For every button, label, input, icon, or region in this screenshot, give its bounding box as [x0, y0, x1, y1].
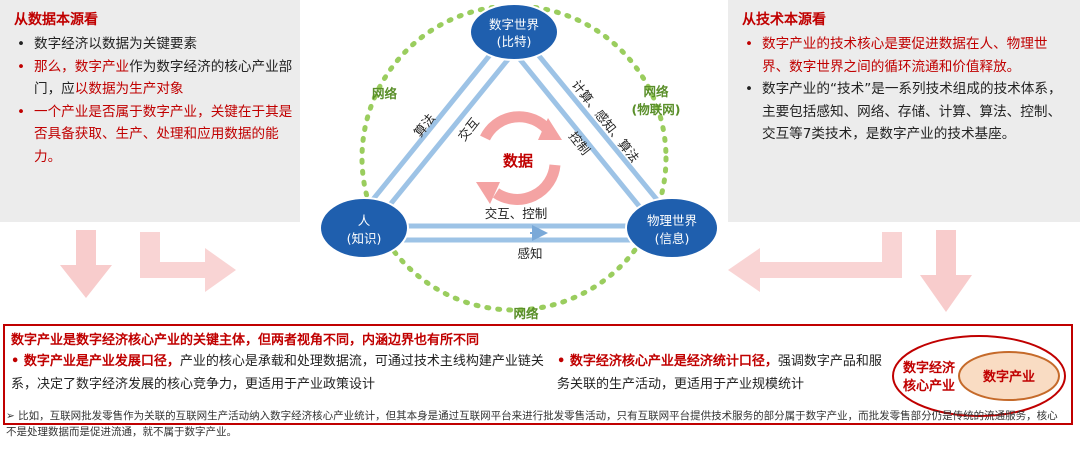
svg-text:数字世界: 数字世界	[489, 17, 540, 32]
summary-industry-scope: • 数字产业是产业发展口径，产业的核心是承载和处理数据流，可通过技术主线构建产业…	[11, 354, 544, 392]
edge-right-inner	[512, 50, 654, 224]
edge-left-outer	[356, 38, 504, 220]
tech-origin-panel: 从技术本源看 数字产业的技术核心是要促进数据在人、物理世界、数字世界之间的循环流…	[728, 0, 1080, 222]
right-left-arrow	[728, 232, 902, 292]
svg-text:(知识): (知识)	[347, 231, 382, 246]
svg-text:物理世界: 物理世界	[647, 213, 698, 228]
node-digital-world: 数字世界 (比特)	[469, 3, 559, 61]
svg-text:(比特): (比特)	[497, 34, 532, 49]
node-human: 人 (知识)	[319, 197, 409, 259]
network-label-left: 网络	[372, 86, 398, 101]
center-data-label: 数据	[503, 152, 533, 170]
network-label-right: 网络	[643, 84, 669, 99]
list-item: 那么，数字产业作为数字经济的核心产业部门，应以数据为生产对象	[14, 56, 294, 101]
venn-outer-label-2: 核心产业	[903, 378, 955, 394]
data-origin-title: 从数据本源看	[14, 12, 98, 28]
list-item: 数字经济以数据为关键要素	[14, 33, 294, 56]
data-origin-panel: 从数据本源看 数字经济以数据为关键要素 那么，数字产业作为数字经济的核心产业部门…	[0, 0, 300, 222]
summary-title: 数字产业是数字经济核心产业的关键主体，但两者视角不同，内涵边界也有所不同	[11, 333, 480, 348]
network-label-right-sub: (物联网)	[632, 102, 681, 117]
node-physical-world: 物理世界 (信息)	[625, 197, 719, 259]
edge-label-bottom-top: 交互、控制	[485, 206, 548, 221]
scope-venn-diagram: 数字经济 核心产业 数字产业	[892, 335, 1066, 417]
left-down-arrow	[60, 230, 112, 298]
left-right-arrow	[140, 232, 236, 292]
list-item: 一个产业是否属于数字产业，关键在于其是否具备获取、生产、处理和应用数据的能力。	[14, 101, 294, 169]
edge-left-inner	[374, 50, 516, 224]
footnote: ➢ 比如，互联网批发零售作为关联的互联网生产活动纳入数字经济核心产业统计，但其本…	[6, 410, 1058, 438]
edge-right-outer	[524, 38, 674, 220]
tech-origin-title: 从技术本源看	[742, 12, 826, 28]
svg-text:(信息): (信息)	[655, 231, 690, 246]
edge-label-right-inner: 控制	[566, 129, 593, 158]
venn-inner-label: 数字产业	[983, 369, 1035, 385]
tech-origin-list: 数字产业的技术核心是要促进数据在人、物理世界、数字世界之间的循环流通和价值释放。…	[742, 33, 1074, 146]
summary-box: 数字产业是数字经济核心产业的关键主体，但两者视角不同，内涵边界也有所不同 • 数…	[3, 324, 1073, 425]
svg-text:人: 人	[358, 213, 371, 228]
footnote-marker-icon: ➢	[6, 410, 19, 422]
right-down-arrow	[920, 230, 972, 312]
network-label-bottom: 网络	[513, 306, 539, 321]
edge-label-bottom-bottom: 感知	[517, 246, 542, 261]
list-item: 数字产业的技术核心是要促进数据在人、物理世界、数字世界之间的循环流通和价值释放。	[742, 33, 1074, 78]
data-cycle-icon	[480, 111, 561, 205]
summary-statistics-scope: • 数字经济核心产业是经济统计口径，强调数字产品和服务关联的生产活动，更适用于产…	[557, 354, 882, 392]
data-origin-list: 数字经济以数据为关键要素 那么，数字产业作为数字经济的核心产业部门，应以数据为生…	[14, 33, 294, 168]
venn-outer-label: 数字经济	[903, 360, 956, 376]
list-item: 数字产业的“技术”是一系列技术组成的技术体系，主要包括感知、网络、存储、计算、算…	[742, 78, 1074, 146]
tech-triangle-diagram: 数据 算法 交互 计算、感知、算法 控制 交互、控制 感知 网络 网络 (物联网…	[319, 3, 719, 321]
